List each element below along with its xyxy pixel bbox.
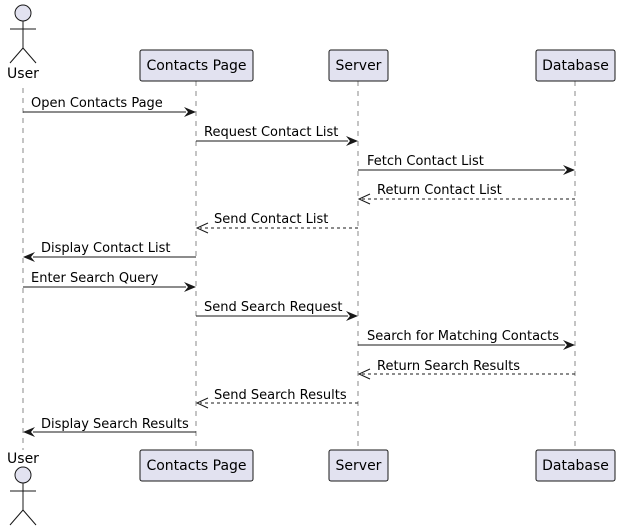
arrowhead-left [195,222,209,234]
participant-label-bottom: Database [542,458,609,474]
participant-database-bottom: Database [535,449,616,482]
arrowhead-right [563,340,575,350]
message: Send Search Request [196,300,358,321]
messages: Open Contacts Page Request Contact List … [23,96,575,437]
actor-user-bottom: User [7,451,39,526]
actor-icon [9,4,37,64]
participant-label-bottom: Server [336,458,382,474]
message-label: Send Contact List [214,212,328,227]
message-label: Open Contacts Page [31,96,163,111]
arrowhead-left [23,252,35,262]
participant-database-top: Database [535,49,616,82]
arrowhead-right [184,107,196,117]
message: Display Contact List [23,241,196,262]
message: Fetch Contact List [358,154,575,175]
actor-user-top: User [7,4,39,82]
message: Search for Matching Contacts [358,329,575,350]
message-label: Search for Matching Contacts [367,329,559,344]
arrowhead-left [357,193,371,205]
arrowhead-left [195,397,209,409]
participant-label-top: Server [336,58,382,74]
message: Send Search Results [195,388,358,409]
message: Display Search Results [23,417,196,437]
arrowhead-right [346,136,358,146]
message: Request Contact List [196,125,358,146]
actor-label-top: User [7,66,39,82]
actor-icon [9,466,37,526]
message-label: Return Search Results [377,359,520,374]
message: Send Contact List [195,212,358,234]
participants-top: User Contacts Page Server Database [7,4,616,82]
message-label: Fetch Contact List [367,154,484,169]
participant-contacts-bottom: Contacts Page [139,449,254,482]
participants-bottom: User Contacts Page Server Database [7,449,616,526]
participant-server-top: Server [328,49,389,82]
message-label: Send Search Request [204,300,342,315]
arrowhead-right [563,165,575,175]
participant-label-top: Contacts Page [146,58,246,74]
message-label: Enter Search Query [31,271,159,286]
arrowhead-left [23,427,35,437]
participant-server-bottom: Server [328,449,389,482]
message: Return Contact List [357,183,575,205]
message-label: Send Search Results [214,388,347,403]
message: Enter Search Query [23,271,196,292]
message-label: Request Contact List [204,125,338,140]
message-label: Return Contact List [377,183,502,198]
message-label: Display Search Results [41,417,189,432]
message: Return Search Results [357,359,575,380]
participant-contacts-top: Contacts Page [139,49,254,82]
actor-label-bottom: User [7,451,39,467]
participant-label-bottom: Contacts Page [146,458,246,474]
lifelines [22,81,576,450]
participant-label-top: Database [542,58,609,74]
arrowhead-left [357,368,371,380]
message-label: Display Contact List [41,241,171,256]
message: Open Contacts Page [23,96,196,117]
arrowhead-right [184,282,196,292]
arrowhead-right [346,311,358,321]
